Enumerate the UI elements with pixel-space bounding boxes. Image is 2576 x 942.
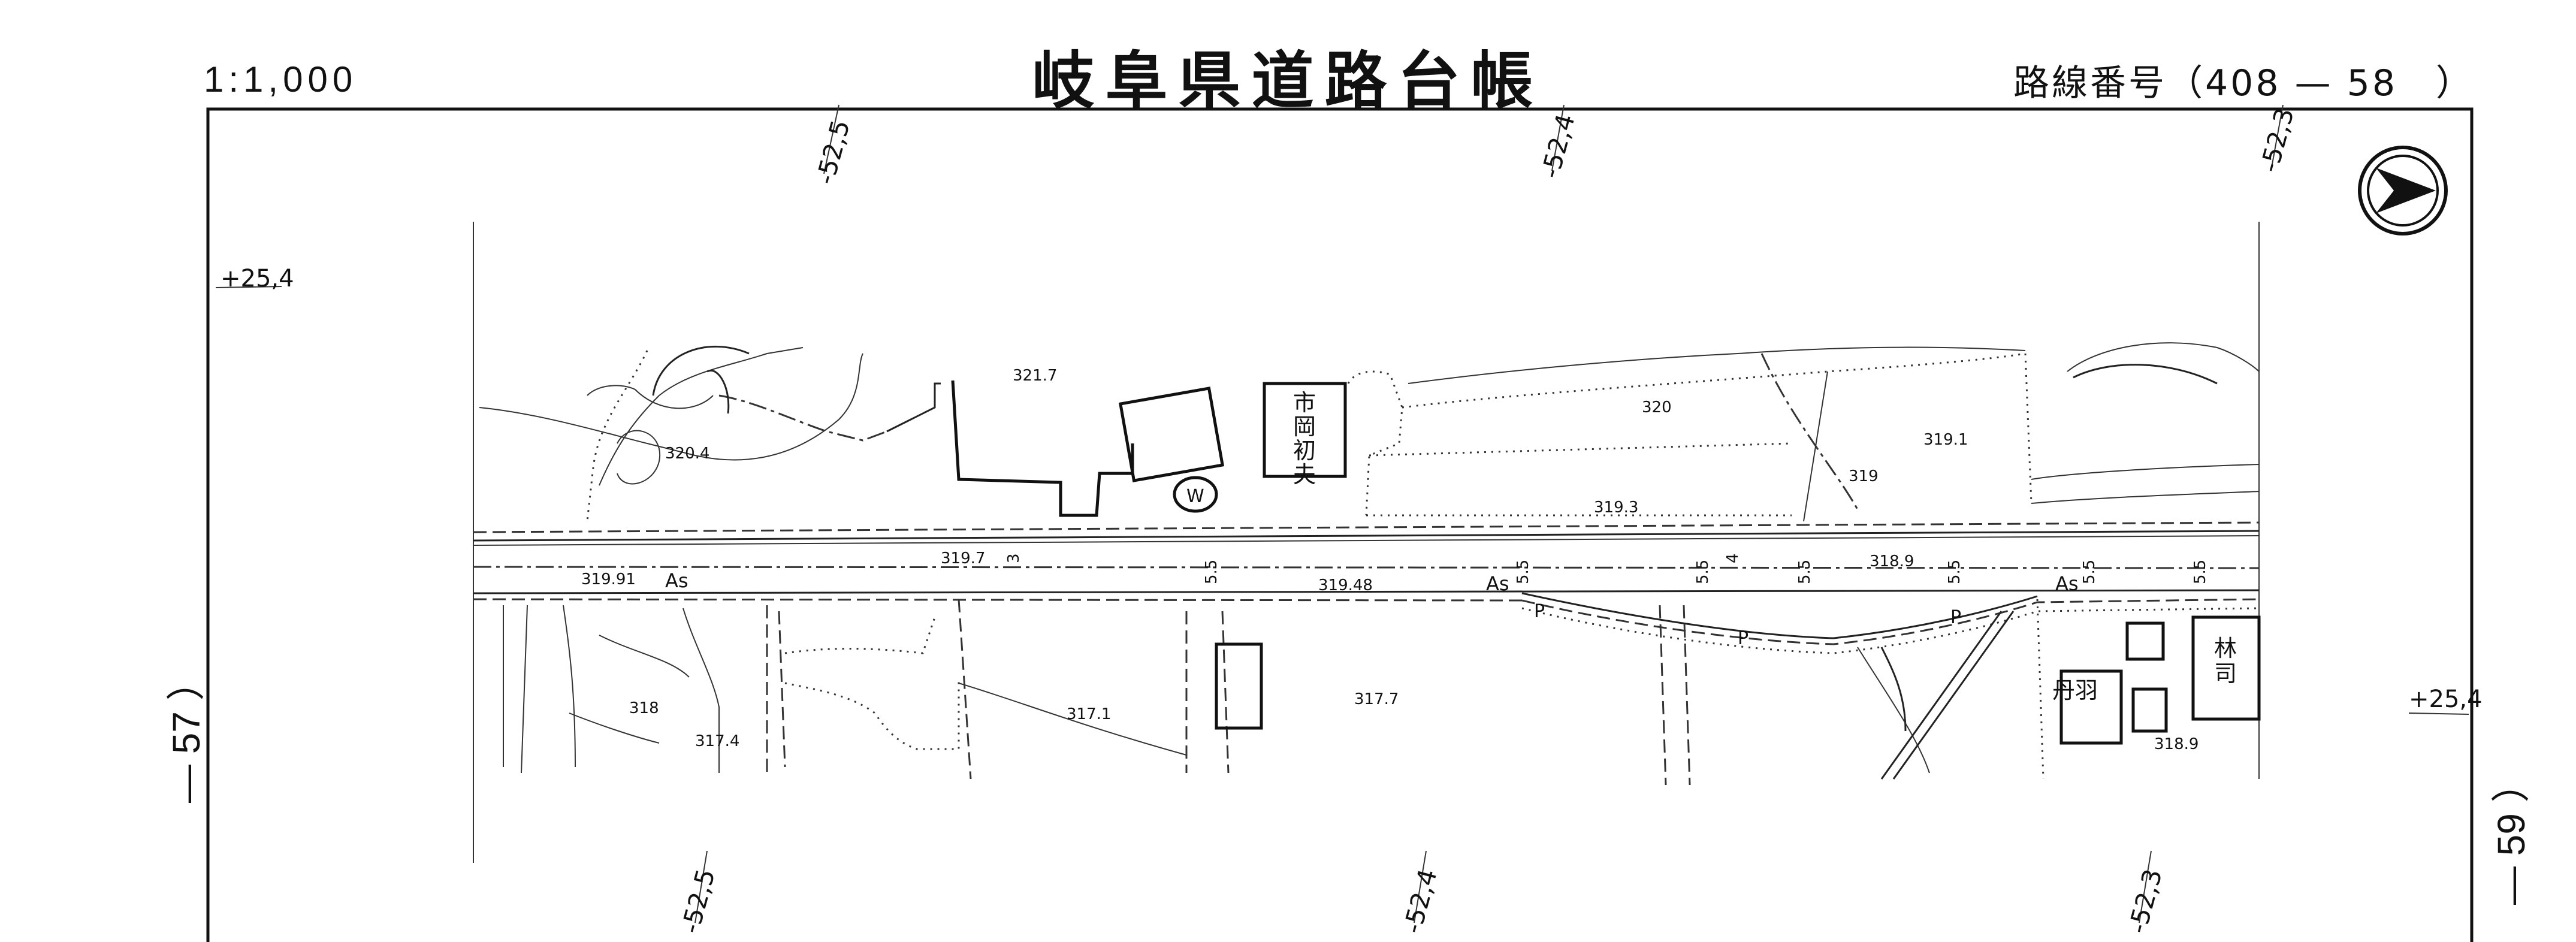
parking-label: P — [1738, 628, 1748, 649]
parking-label: P — [1534, 601, 1545, 622]
grid-label-top-3: -52,3 — [2254, 105, 2299, 176]
grid-ticks-top — [823, 104, 2284, 174]
width-label: 5.5 — [1946, 560, 1964, 584]
owner-label-south-2: 林司 — [2214, 635, 2237, 687]
width-label: 5.5 — [1796, 560, 1814, 584]
elevation-label: 321.7 — [1013, 367, 1057, 385]
elevation-label: 317.7 — [1354, 690, 1399, 708]
width-label: 5.5 — [1694, 560, 1712, 584]
slope-hachures — [652, 345, 2218, 732]
parking-label: P — [1950, 607, 1961, 628]
grid-ticks-bottom — [694, 850, 2152, 923]
pavement-label: As — [1486, 572, 1509, 595]
map-frame — [206, 107, 2474, 942]
grid-label-top-1: -52,5 — [810, 117, 855, 188]
grid-tick-right — [2408, 712, 2469, 715]
map-scale: 1:1,000 — [204, 59, 358, 99]
grid-label-bottom-3: -52,3 — [2122, 866, 2167, 937]
grid-label-top-2: -52,4 — [1535, 111, 1580, 182]
elevation-label: 317.4 — [695, 732, 739, 750]
width-label: 5.5 — [1203, 560, 1221, 584]
width-label: 3 — [1005, 553, 1023, 563]
road — [473, 521, 2260, 654]
elevation-label: 319.7 — [941, 550, 985, 567]
elevation-label: 319.91 — [581, 570, 636, 588]
south-features — [503, 599, 2261, 786]
width-label: 5.5 — [2080, 560, 2098, 584]
route-number: 路線番号（408 — 58 ） — [2013, 62, 2475, 104]
grid-label-left: +25,4 — [221, 265, 294, 292]
elevation-label: 318.9 — [1870, 552, 1914, 570]
pavement-label: As — [665, 569, 688, 592]
owner-label-north: 市岡初夫 — [1293, 390, 1316, 488]
elevation-label: 319 — [1849, 467, 1879, 485]
page-title: 岐阜県道路台帳 — [1032, 44, 1544, 117]
owner-label-south-1: 丹羽 — [2052, 677, 2098, 704]
width-label: 5.5 — [2191, 560, 2209, 584]
elevation-labels: 321.7 320.4 320 319.3 319.1 319 319.91 319.7 319… — [581, 367, 2198, 753]
pavement-label: As — [2055, 572, 2079, 595]
grid-label-right: +25,4 — [2409, 686, 2483, 713]
elevation-label: 319.48 — [1318, 576, 1373, 594]
elevation-label: 318 — [629, 699, 659, 717]
elevation-label: 320.4 — [665, 445, 709, 463]
well-label: W — [1186, 486, 1204, 507]
north-arrow-icon — [2358, 146, 2448, 236]
north-features — [479, 342, 2260, 522]
width-label: 4 — [1724, 553, 1742, 563]
grid-label-bottom-2: -52,4 — [1397, 866, 1442, 937]
grid-tick-left — [215, 286, 282, 288]
elevation-label: 320 — [1642, 398, 1672, 416]
elevation-label: 318.9 — [2154, 735, 2198, 753]
width-label: 5.5 — [1514, 560, 1532, 584]
elevation-label: 317.1 — [1067, 705, 1111, 723]
elevation-label: 319.3 — [1594, 499, 1638, 517]
elevation-label: 319.1 — [1923, 431, 1968, 449]
grid-label-bottom-1: -52,5 — [675, 866, 720, 937]
